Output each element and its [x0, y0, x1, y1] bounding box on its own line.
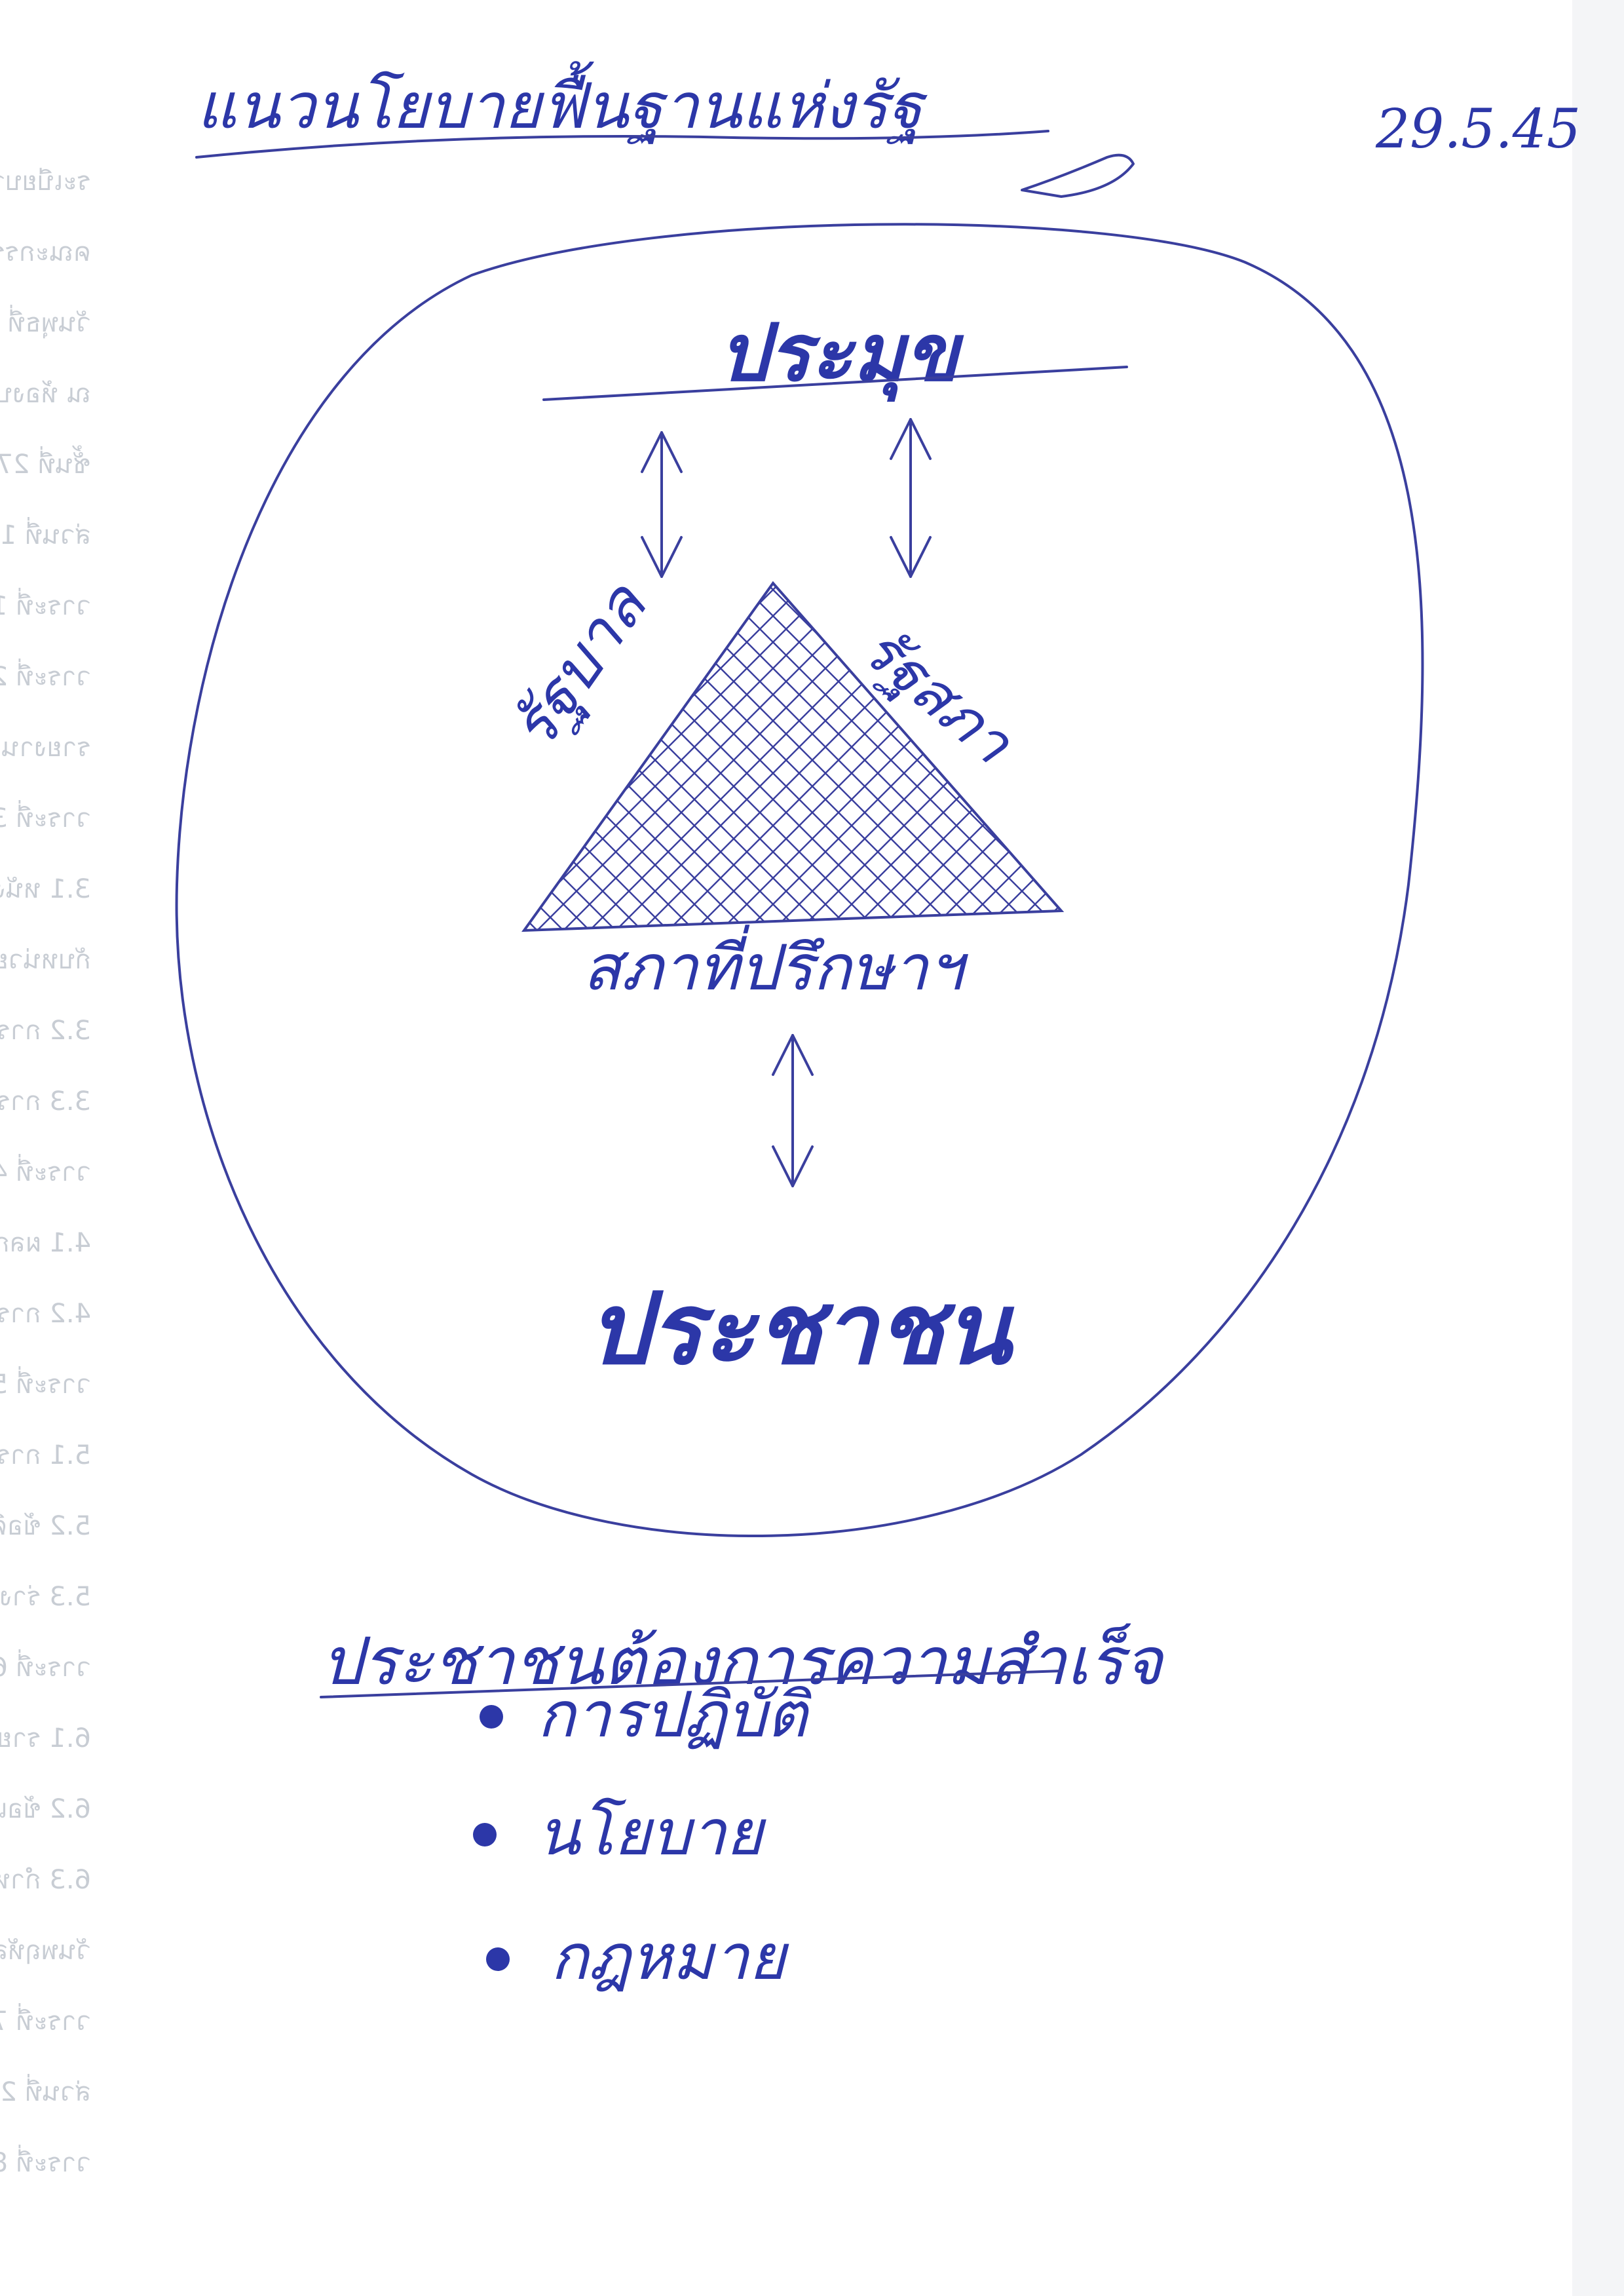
handwritten-date: 29.5.45: [1375, 98, 1581, 161]
bullet-text: นโยบาย: [537, 1796, 766, 1869]
bleed-through-line: วาระที่ 1 : เรื่องประธานแจ้งที่ประชุมทรา…: [0, 588, 91, 622]
label-advisory-council: สภาที่ปรึกษาฯ: [583, 925, 969, 1004]
bleed-through-line: วาระที่ 5 : เรื่องเพื่อพิจารณา: [0, 1366, 91, 1400]
background-document: ระเบียบวาระการประชุมคณะกรรมาธิการยกร่างร…: [0, 166, 91, 2179]
top-label-underline: [542, 366, 1128, 401]
title-scribble: [1021, 153, 1135, 198]
bleed-through-line: ส่วนที่ 2 วาระการประชุมที่เกี่ยวกับการดำ…: [0, 2074, 91, 2108]
bleed-through-line: วันพฤหัสบดีที่ 13 มิถุนายน 2545: [0, 1932, 91, 1966]
bleed-through-line: วาระที่ 4 : เรื่องสืบเนื่อง: [0, 1154, 91, 1187]
bleed-through-line: 6.3 กำหนดการประชุมคณะกรรมาธิการครั้งที่ …: [0, 1860, 91, 1896]
bleed-through-line: 5.1 การกำหนดกรอบเวลาการดำเนินงาน: [0, 1440, 91, 1470]
bleed-through-line: 4.2 การเตรียมการจัดทำร่างรัฐธรรมนูญเพื่อ…: [0, 1295, 91, 1330]
notes-heading-underline: [320, 1670, 1063, 1698]
bleed-through-line: 3.3 การเตรียมการจัดสัมมนาครั้งที่ 5 (ก.ค…: [0, 1082, 91, 1117]
bleed-through-line: ณ ห้องประชุมคณะกรรมาธิการยกร่างรัฐธรรมนู…: [0, 379, 91, 410]
handwritten-title: แนวนโยบายฟื้นฐานแห่งรัฐ: [197, 61, 928, 144]
bleed-through-line: 4.1 ผลการประชุมคณะอนุกรรมาธิการศึกษาหลัก…: [0, 1228, 91, 1259]
bullet-item: นโยบาย: [473, 1796, 766, 1869]
bullet-item: กฎหมาย: [486, 1921, 789, 1994]
bleed-through-line: 5.2 ข้อคิดเห็นของหน่วยงานต่าง ๆ ต่อแนวทา…: [0, 1510, 91, 1542]
bleed-through-line: รายงานการประชุมคณะกรรมาธิการยกร่างรัฐธรร…: [0, 728, 91, 763]
bleed-through-line: วาระที่ 3 : เรื่องเพื่อทราบ: [0, 800, 91, 833]
bleed-through-line: กับหน่วยงานราชการและภาคเอกชนที่เกี่ยวข้อ…: [0, 942, 91, 975]
bleed-through-line: ส่วนที่ 1 วาระการประชุมที่เกี่ยวกับการปร…: [0, 517, 91, 551]
bullet-text: การปฏิบัติ: [537, 1678, 812, 1751]
bleed-through-line: วันพุธที่ 29 พฤษภาคม พ.ศ. 2545 เวลา 15.0…: [0, 305, 91, 339]
bleed-through-line: 3.1 หนังสือเวียนแจ้งกำหนดการประชุมและกำห…: [0, 874, 91, 905]
bullet-item: การปฏิบัติ: [480, 1678, 812, 1751]
arrow-bottom-vertical: [772, 1034, 814, 1187]
bleed-through-line: วาระที่ 2 : เรื่องรับรองรายงานการประชุม: [0, 659, 91, 693]
label-people: ประชาชน: [588, 1271, 1015, 1387]
title-underline: [195, 130, 1049, 159]
bleed-through-line: ระเบียบวาระการประชุม: [0, 166, 91, 197]
bleed-through-line: ชั้นที่ 27 อาคารสำนักงานรัฐสภา กรุงเทพมห…: [0, 445, 91, 480]
bleed-through-line: 6.2 ข้อเสนอแนะเกี่ยวกับสภาที่ปรึกษาเศรษฐ…: [0, 1791, 91, 1825]
arrow-left-vertical: [641, 431, 683, 578]
bullet-text: กฎหมาย: [550, 1921, 789, 1994]
hatched-triangle: [521, 581, 1065, 932]
bleed-through-line: วาระที่ 7 : เรื่องอื่น ๆ (ถ้ามี): [0, 2003, 91, 2037]
bleed-through-line: วาระที่ 6 : เรื่องเพื่อพิจารณา: [0, 1649, 91, 1683]
arrow-right-vertical: [890, 418, 932, 578]
bleed-through-line: 5.3 ร่างโครงสร้างเนื้อหาของรัฐธรรมนูญ (ฉ…: [0, 1577, 91, 1613]
bleed-through-line: 6.1 รายงานผลการศึกษาเรื่อง แนวนโยบายพื้น…: [0, 1719, 91, 1754]
bleed-through-line: คณะกรรมาธิการยกร่างรัฐธรรมนูญและจัดตั้งส…: [0, 233, 91, 268]
notes-heading: ประชาชนต้องการความสำเร็จ: [321, 1623, 1165, 1700]
bleed-through-line: วาระที่ 8 : การประชุมของสำนักงานกับหน่วย…: [0, 2145, 91, 2179]
bleed-through-line: 3.2 การยกเลิกการใช้ห้องประชุมของคณะกรรมา…: [0, 1012, 91, 1046]
outer-circle: [175, 223, 1424, 1538]
